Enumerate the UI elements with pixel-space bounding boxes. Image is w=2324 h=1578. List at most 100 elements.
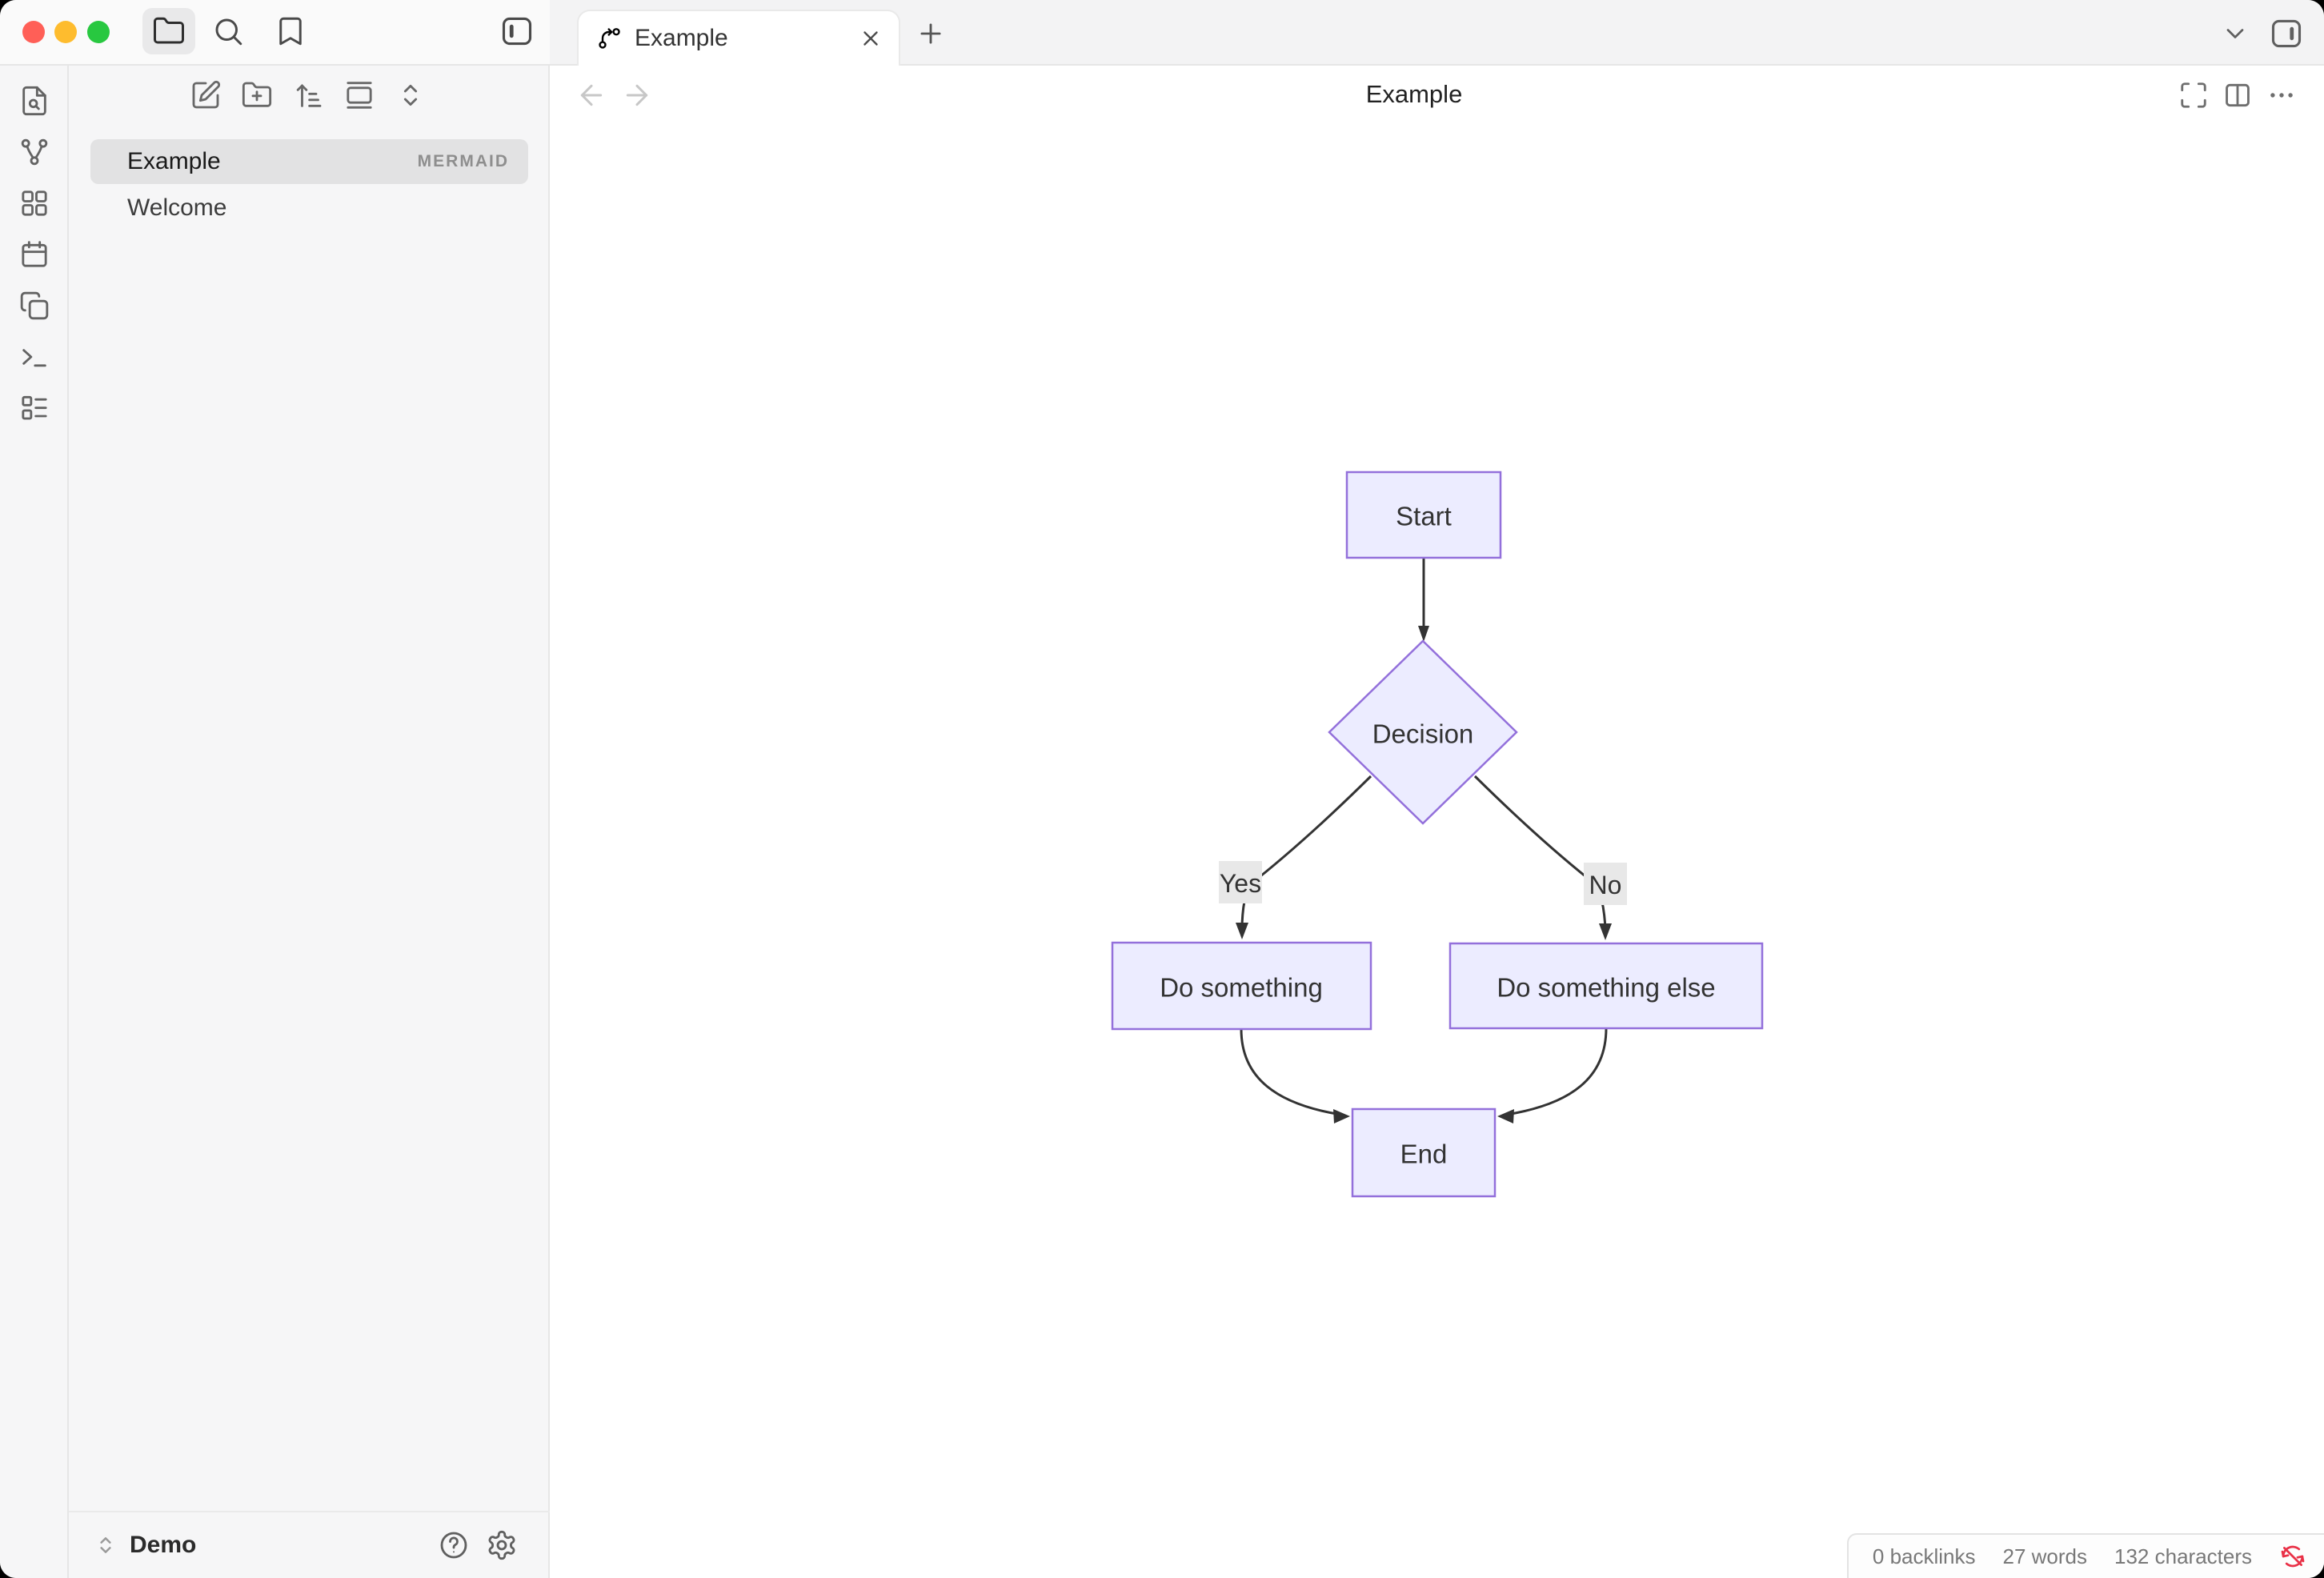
titlebar-left <box>0 0 550 64</box>
calendar-icon <box>22 241 47 267</box>
gallery-vertical-icon <box>347 82 372 109</box>
sort-order-button[interactable] <box>291 78 325 112</box>
ribbon-file-search-button[interactable] <box>18 85 50 117</box>
main-pane: Example <box>550 66 2324 1578</box>
zoom-window-button[interactable] <box>87 21 110 43</box>
ribbon-calendar-button[interactable] <box>18 238 50 270</box>
mermaid-flowchart: Yes No Start Decision Do something Do so… <box>1111 471 1764 1198</box>
tab-close-button[interactable] <box>859 26 883 50</box>
sync-disabled-button[interactable] <box>2279 1543 2306 1570</box>
chevrons-up-down-icon <box>100 1537 111 1553</box>
search-icon <box>215 18 242 46</box>
edge-no-end <box>1505 1027 1608 1116</box>
files-button[interactable] <box>142 8 195 54</box>
split-view-button[interactable] <box>2218 75 2258 115</box>
character-count[interactable]: 132 characters <box>2114 1544 2252 1568</box>
svg-text:Decision: Decision <box>1372 719 1474 749</box>
word-count[interactable]: 27 words <box>2002 1544 2088 1568</box>
new-note-button[interactable] <box>189 78 222 112</box>
settings-button[interactable] <box>484 1528 519 1563</box>
note-title: Example <box>1365 80 1463 108</box>
help-icon <box>440 1532 467 1559</box>
navigate-back-button[interactable] <box>573 77 610 114</box>
tab-example[interactable]: Example <box>577 10 900 66</box>
file-row-example[interactable]: Example MERMAID <box>90 139 528 184</box>
chevron-down-icon <box>2226 29 2244 38</box>
ribbon-list-details-button[interactable] <box>18 392 50 424</box>
folder-icon <box>154 17 184 44</box>
gallery-vertical-button[interactable] <box>343 78 376 112</box>
ribbon-terminal-button[interactable] <box>18 341 50 373</box>
node-do-something: Do something <box>1111 941 1372 1031</box>
edge-label-yes: Yes <box>1219 861 1262 903</box>
svg-text:Do something: Do something <box>1160 973 1323 1003</box>
ellipsis-icon <box>2270 93 2293 98</box>
status-bar: 0 backlinks 27 words 132 characters <box>1846 1533 2324 1578</box>
file-list: Example MERMAID Welcome <box>90 139 528 232</box>
svg-text:Yes: Yes <box>1220 869 1261 898</box>
gear-icon <box>488 1530 515 1560</box>
terminal-icon <box>22 349 46 367</box>
node-decision: Decision <box>1328 639 1518 825</box>
arrow-left-icon <box>580 84 603 106</box>
edge-decision-yes <box>1240 775 1372 931</box>
list-details-icon <box>22 395 47 420</box>
svg-text:End: End <box>1400 1139 1448 1169</box>
copy-icon <box>20 291 49 320</box>
sidebar-right-icon <box>2271 19 2302 48</box>
arrowhead <box>1497 1109 1514 1123</box>
ribbon-graph-button[interactable] <box>18 136 50 168</box>
view-header: Example <box>550 66 2324 125</box>
file-type-badge: MERMAID <box>417 152 509 170</box>
plus-icon <box>920 23 941 44</box>
arrowhead <box>1418 626 1429 642</box>
ribbon-layout-grid-button[interactable] <box>18 187 50 219</box>
fullscreen-button[interactable] <box>2174 75 2214 115</box>
graph-icon <box>21 138 48 166</box>
new-tab-button[interactable] <box>912 14 950 53</box>
node-end: End <box>1351 1107 1497 1198</box>
layout-grid-icon <box>22 190 47 216</box>
help-button[interactable] <box>436 1528 471 1563</box>
titlebar: Example <box>0 0 2324 66</box>
new-note-icon <box>192 80 221 109</box>
ribbon-copy-button[interactable] <box>18 290 50 322</box>
sync-off-icon <box>2281 1545 2305 1568</box>
tab-list-button[interactable] <box>2216 14 2254 53</box>
chevrons-up-down-icon <box>403 84 418 106</box>
split-vertical-icon <box>2226 83 2250 107</box>
navigate-forward-button[interactable] <box>619 77 655 114</box>
file-explorer: Example MERMAID Welcome Demo <box>69 66 550 1578</box>
arrowhead <box>1599 923 1612 940</box>
sort-order-icon <box>296 83 322 107</box>
minimize-window-button[interactable] <box>54 21 77 43</box>
edge-yes-end <box>1240 1028 1342 1116</box>
vault-switcher[interactable]: Demo <box>69 1511 550 1578</box>
backlinks-count[interactable]: 0 backlinks <box>1872 1544 1976 1568</box>
bookmarks-button[interactable] <box>264 8 317 54</box>
toggle-right-sidebar-button[interactable] <box>2267 14 2306 53</box>
node-start: Start <box>1345 471 1502 559</box>
svg-text:No: No <box>1589 871 1622 899</box>
vault-name: Demo <box>130 1532 197 1558</box>
fullscreen-icon <box>2181 82 2206 108</box>
svg-text:Do something else: Do something else <box>1497 973 1715 1003</box>
mermaid-diagram-icon <box>599 28 620 49</box>
close-icon <box>863 31 878 46</box>
file-search-icon <box>22 86 46 116</box>
node-do-something-else: Do something else <box>1448 942 1764 1030</box>
new-folder-button[interactable] <box>240 78 274 112</box>
file-row-welcome[interactable]: Welcome <box>90 186 528 230</box>
ribbon <box>0 66 69 1578</box>
edge-label-no: No <box>1584 863 1627 905</box>
more-options-button[interactable] <box>2262 75 2302 115</box>
close-window-button[interactable] <box>22 21 45 43</box>
collapse-all-button[interactable] <box>394 78 427 112</box>
tab-bar: Example <box>550 0 2324 66</box>
toggle-left-sidebar-button[interactable] <box>491 8 543 54</box>
file-name: Welcome <box>127 194 227 221</box>
search-button[interactable] <box>202 8 254 54</box>
bookmark-icon <box>279 17 302 46</box>
file-explorer-header <box>189 78 427 112</box>
